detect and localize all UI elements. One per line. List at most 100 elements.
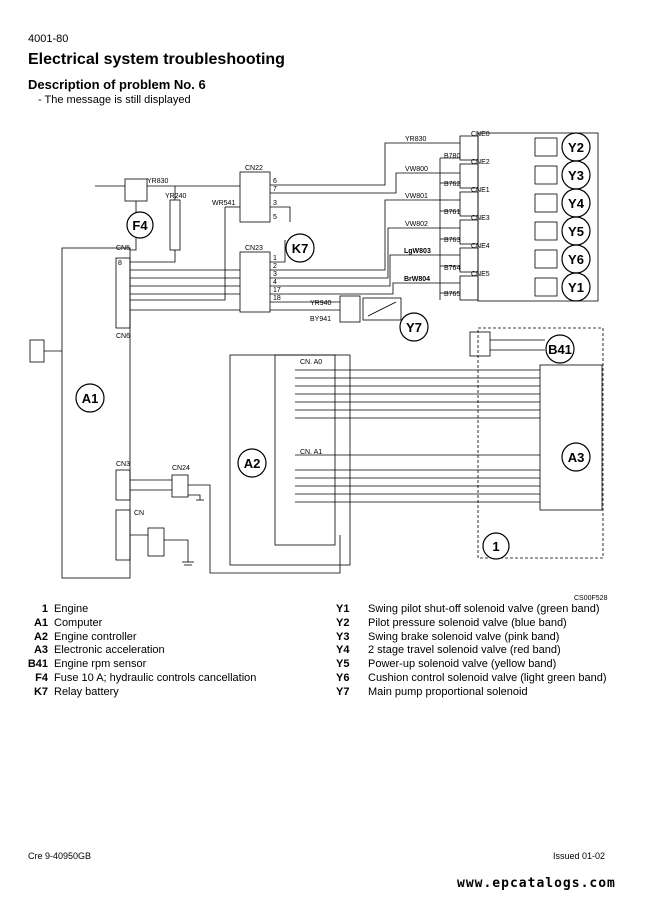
fuse-f4-box (169, 199, 181, 251)
fuse-f4-circle (126, 211, 154, 239)
wire-vw802: VW802 (405, 221, 428, 228)
pin-cn23-1: 1 (273, 255, 277, 262)
page-number: 4001-80 (28, 33, 69, 45)
footer-doc-code: Cre 9-40950GB (28, 851, 92, 861)
label-y7: Y7 (406, 320, 422, 335)
wiring-diagram: Y2 Y3 Y4 Y5 Y6 Y1 Y7 F4 K7 A1 A2 A3 B41 … (29, 131, 608, 602)
wire-vw801: VW801 (405, 193, 428, 200)
solenoid-block (477, 132, 599, 302)
wire-yr940: YR940 (310, 300, 332, 307)
left-plug (29, 339, 45, 363)
solenoid-y1-circle (561, 272, 591, 302)
conn-cn-a0: CN. A0 (300, 359, 322, 366)
watermark-link[interactable]: www.epcatalogs.com (457, 876, 616, 891)
label-y2: Y2 (568, 140, 584, 155)
footer-issue-date: Issued 01-02 (553, 851, 606, 861)
wire-vw800: VW800 (405, 166, 428, 173)
pin-cn22-6: 6 (273, 178, 277, 185)
wire-b761: B761 (444, 209, 460, 216)
wire-by941: BY941 (310, 316, 331, 323)
computer-a1-circle (75, 383, 105, 413)
solenoid-y7-circle (399, 312, 429, 342)
pin-cn23-18: 18 (273, 295, 281, 302)
connector-cn3 (115, 469, 131, 501)
conn-cn22: CN22 (245, 165, 263, 172)
connector-cn5-cn6 (115, 257, 131, 329)
conn-cne1: CNE1 (471, 187, 490, 194)
wire-yr830-top: YR830 (405, 136, 427, 143)
page-title: Electrical system troubleshooting (28, 51, 285, 68)
wire-brw804: BrW804 (404, 276, 430, 283)
conn-cn6: CN6 (116, 333, 130, 340)
electronic-acceleration-a3-box (539, 364, 603, 511)
wire-b764: B764 (444, 265, 460, 272)
engine-controller-a2-circle (237, 448, 267, 478)
conn-cn3: CN3 (116, 461, 130, 468)
wire-b763: B763 (444, 237, 460, 244)
wire-b780: B780 (444, 153, 460, 160)
pin-cn22-5: 5 (273, 214, 277, 221)
conn-cne2: CNE2 (471, 159, 490, 166)
section-title: Description of problem No. 6 (28, 77, 206, 92)
relay-k7-circle (285, 233, 315, 263)
pin-cn23-4: 4 (273, 279, 277, 286)
conn-cn23: CN23 (245, 245, 263, 252)
connector-cn (115, 509, 131, 561)
label-y3: Y3 (568, 168, 584, 183)
conn-cn5: CN5 (116, 245, 130, 252)
pin-cn23-3: 3 (273, 271, 277, 278)
conn-cn-a1: CN. A1 (300, 449, 322, 456)
label-a2: A2 (244, 456, 261, 471)
label-engine-1: 1 (492, 539, 499, 554)
connector-cn24 (171, 474, 189, 498)
pin-cn23-17: 17 (273, 287, 281, 294)
wire-yr830-left: YR830 (147, 178, 169, 185)
connector-cn23 (239, 251, 271, 313)
label-f4: F4 (132, 218, 148, 233)
conn-cne3: CNE3 (471, 215, 490, 222)
wire-lgw803: LgW803 (404, 248, 431, 255)
engine-1-circle (482, 532, 510, 560)
connector-cn22 (239, 171, 271, 223)
label-y6: Y6 (568, 252, 584, 267)
label-a3: A3 (568, 450, 585, 465)
label-b41: B41 (548, 342, 572, 357)
conn-cne5: CNE5 (471, 271, 490, 278)
label-k7: K7 (292, 241, 309, 256)
wire-b762: B762 (444, 181, 460, 188)
label-y1: Y1 (568, 280, 584, 295)
conn-cn24: CN24 (172, 465, 190, 472)
label-a1: A1 (82, 391, 99, 406)
conn-cn: CN (134, 510, 144, 517)
computer-a1-box (61, 247, 131, 579)
pin-cn22-3: 3 (273, 200, 277, 207)
wire-b765: B765 (444, 291, 460, 298)
engine-1-dashed-box (477, 327, 604, 559)
pin-cn5-8: 8 (118, 260, 122, 267)
wire-yr240: YR240 (165, 193, 187, 200)
conn-cne0: CNE0 (471, 131, 490, 138)
conn-cne4: CNE4 (471, 243, 490, 250)
label-y5: Y5 (568, 224, 584, 239)
label-y4: Y4 (568, 196, 585, 211)
section-subtitle: - The message is still displayed (38, 94, 191, 106)
pin-cn23-2: 2 (273, 263, 277, 270)
figure-code: CS00F528 (574, 595, 608, 602)
wire-wr541: WR541 (212, 200, 235, 207)
